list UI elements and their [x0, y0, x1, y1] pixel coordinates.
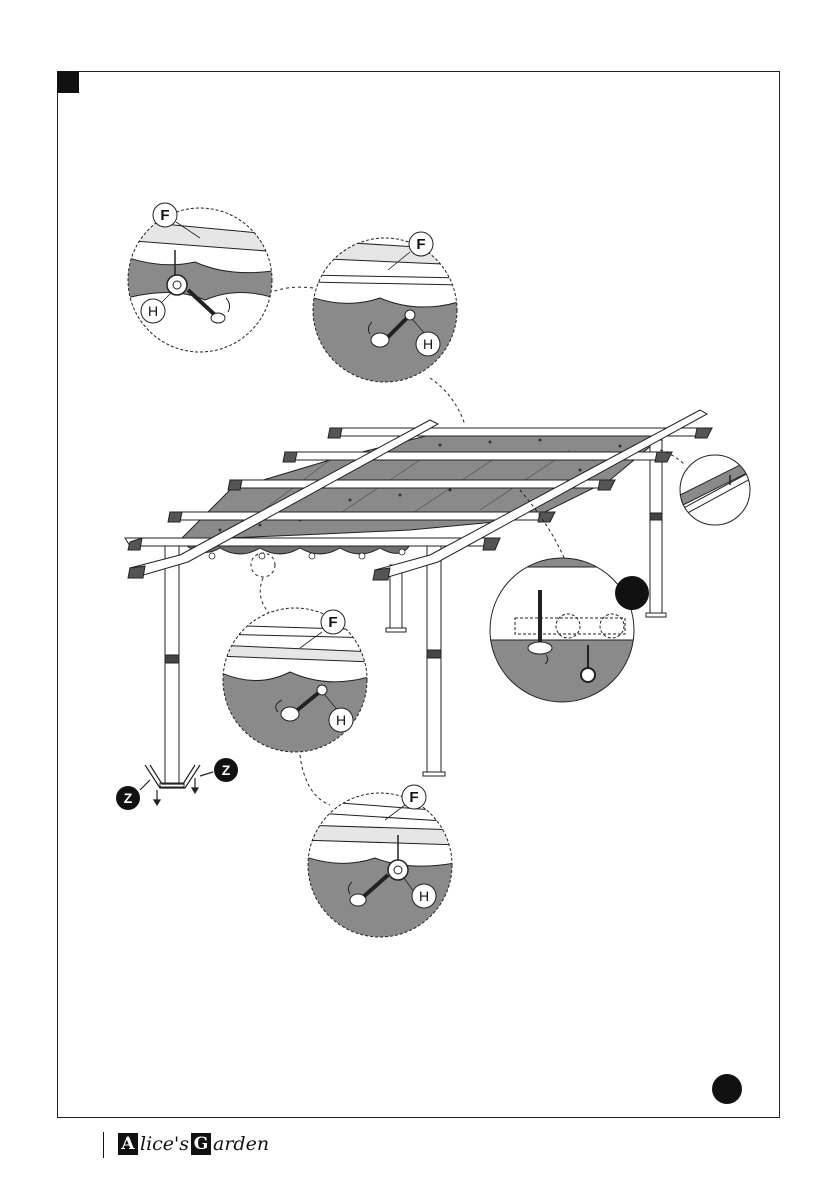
- detail-inset-1: [120, 200, 280, 360]
- callout-h-1: H: [141, 299, 165, 323]
- detail-inset-3: [215, 600, 375, 760]
- callout-h-4-label: H: [419, 888, 429, 904]
- callout-f-2-label: F: [416, 236, 425, 253]
- detail-inset-5: [490, 555, 649, 710]
- callout-z-1-label: Z: [222, 762, 231, 778]
- callout-h-1-label: H: [148, 303, 158, 319]
- callout-z-1: Z: [214, 758, 238, 782]
- footer-divider: [103, 1132, 104, 1158]
- callout-f-4: F: [402, 785, 426, 809]
- callout-f-2: F: [409, 232, 433, 256]
- callout-h-2: H: [416, 332, 440, 356]
- callout-f-3: F: [321, 610, 345, 634]
- callout-f-1-label: F: [160, 207, 169, 224]
- callout-h-3-label: H: [336, 712, 346, 728]
- logo-letter-g: G: [191, 1133, 211, 1155]
- callout-f-3-label: F: [328, 614, 337, 631]
- callout-h-2-label: H: [423, 336, 433, 352]
- callout-z-2-label: Z: [124, 790, 133, 806]
- logo-text-2: arden: [213, 1133, 269, 1155]
- callout-f-4-label: F: [409, 789, 418, 806]
- logo-text-1: lice's: [140, 1133, 189, 1155]
- callout-h-3: H: [329, 708, 353, 732]
- detail-inset-2: [305, 230, 465, 390]
- detail-inset-4: [300, 785, 460, 945]
- logo-letter-a: A: [118, 1133, 138, 1155]
- callout-f-1: F: [153, 203, 177, 227]
- brand-logo: A lice's G arden: [118, 1132, 270, 1156]
- callout-h-4: H: [412, 884, 436, 908]
- callout-z-2: Z: [116, 786, 140, 810]
- detail-inset-6: [678, 455, 753, 530]
